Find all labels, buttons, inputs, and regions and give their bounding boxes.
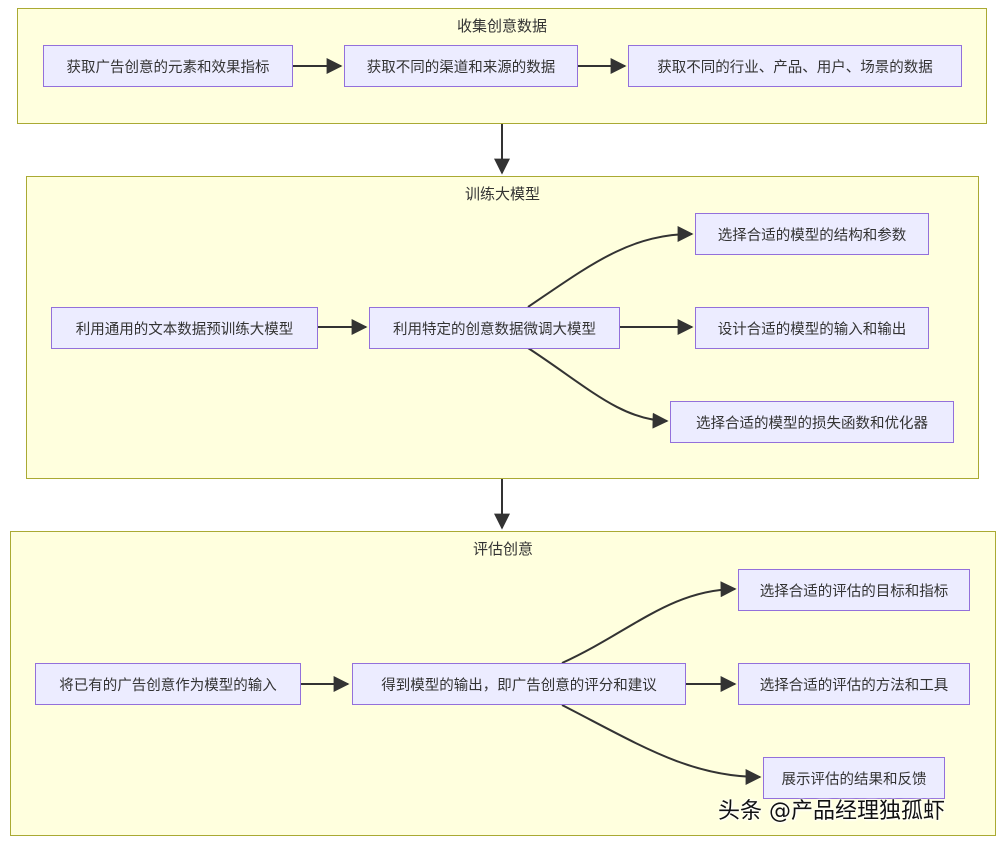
node-select-eval-goals: 选择合适的评估的目标和指标 (738, 569, 970, 611)
node-select-loss-optimizer: 选择合适的模型的损失函数和优化器 (670, 401, 954, 443)
watermark-text: 头条 @产品经理独孤虾 (718, 799, 945, 824)
node-pretrain-general-text: 利用通用的文本数据预训练大模型 (51, 307, 318, 349)
edge-t2-t5 (527, 347, 669, 429)
node-collect-industries-products: 获取不同的行业、产品、用户、场景的数据 (628, 45, 962, 87)
node-design-input-output: 设计合适的模型的输入和输出 (695, 307, 929, 349)
node-select-eval-methods: 选择合适的评估的方法和工具 (738, 663, 970, 705)
node-show-results-feedback: 展示评估的结果和反馈 (763, 757, 945, 799)
edge-e2-e3 (561, 581, 737, 664)
node-model-output-score: 得到模型的输出，即广告创意的评分和建议 (352, 663, 686, 705)
node-collect-channels-sources: 获取不同的渠道和来源的数据 (344, 45, 578, 87)
node-select-structure-params: 选择合适的模型的结构和参数 (695, 213, 929, 255)
edge-t2-t3 (527, 226, 694, 308)
edge-e2-e5 (561, 704, 762, 785)
cluster-title: 训练大模型 (464, 185, 540, 203)
cluster-title: 收集创意数据 (456, 17, 547, 35)
node-existing-creative-input: 将已有的广告创意作为模型的输入 (35, 663, 301, 705)
cluster-title: 评估创意 (472, 540, 533, 558)
node-finetune-creative-data: 利用特定的创意数据微调大模型 (369, 307, 620, 349)
node-collect-elements-metrics: 获取广告创意的元素和效果指标 (43, 45, 293, 87)
